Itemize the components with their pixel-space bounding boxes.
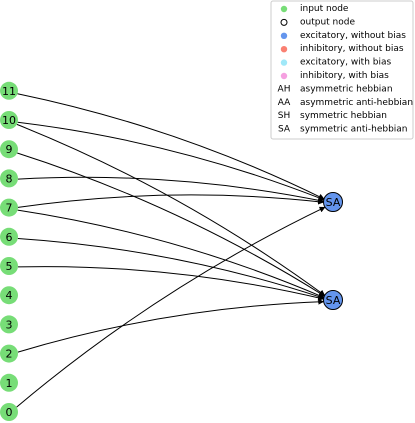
input-node-1: 1 (0, 373, 18, 392)
input-node-circle (0, 198, 18, 217)
input-node-3: 3 (0, 315, 18, 334)
legend-item: SH symmetric hebbian (278, 111, 387, 121)
legend-item: input node (280, 4, 349, 14)
input-node-9: 9 (0, 140, 18, 159)
legend-label: excitatory, without bias (300, 31, 406, 41)
legend-label: excitatory, with bias (300, 58, 392, 68)
legend-item: excitatory, with bias (280, 58, 392, 68)
input-nodes-layer: 0 1 2 3 4 5 6 7 8 9 10 11 (0, 81, 18, 421)
output-node-label: SA (326, 196, 341, 209)
legend-label: inhibitory, without bias (300, 44, 404, 54)
legend-box (270, 0, 414, 140)
output-node-label: SA (326, 294, 341, 307)
legend-code: AH (278, 84, 291, 94)
input-node-circle (0, 315, 18, 334)
legend-marker-dot (280, 72, 288, 80)
input-node-circle (0, 81, 18, 100)
output-node-bottom: SA (323, 290, 343, 310)
legend-item: AH asymmetric hebbian (278, 84, 393, 94)
input-node-label: 7 (6, 202, 13, 215)
input-node-5: 5 (0, 257, 18, 275)
legend: input node output node excitatory, without… (270, 0, 414, 140)
legend-item: SA symmetric anti-hebbian (278, 125, 408, 135)
legend-item: excitatory, without bias (280, 31, 406, 41)
legend-marker-dot (280, 5, 288, 13)
legend-code: SH (278, 111, 290, 121)
legend-label: symmetric anti-hebbian (300, 125, 408, 135)
edge-11-to-top (17, 93, 325, 200)
input-node-label: 5 (6, 260, 13, 273)
edge-6-to-bottom (17, 238, 325, 300)
output-node-top: SA (323, 192, 343, 212)
input-node-8: 8 (0, 169, 18, 188)
input-node-circle (0, 227, 18, 246)
input-node-circle (0, 140, 18, 159)
input-node-label: 1 (6, 377, 13, 390)
legend-label: input node (300, 4, 349, 14)
input-node-label: 10 (2, 114, 16, 127)
input-node-circle (0, 257, 18, 275)
legend-code: AA (278, 98, 291, 108)
legend-marker-ring (280, 18, 288, 26)
legend-label: inhibitory, with bias (300, 71, 389, 81)
input-node-2: 2 (0, 344, 18, 363)
legend-item: inhibitory, without bias (280, 44, 404, 54)
input-node-label: 8 (6, 172, 13, 185)
legend-item: inhibitory, with bias (280, 71, 389, 81)
input-node-11: 11 (0, 81, 18, 100)
input-node-circle (0, 344, 18, 363)
legend-label: asymmetric hebbian (300, 84, 393, 94)
legend-label: asymmetric anti-hebbian (300, 98, 413, 108)
input-node-circle (0, 111, 18, 129)
input-node-label: 4 (6, 289, 13, 302)
input-node-4: 4 (0, 286, 18, 305)
legend-marker-dot (280, 32, 288, 39)
input-node-label: 11 (2, 85, 16, 98)
input-node-10: 10 (0, 111, 18, 129)
input-node-0: 0 (0, 403, 18, 421)
edges-layer (16, 93, 326, 408)
edge-5-to-bottom (17, 266, 325, 301)
input-node-circle (0, 373, 18, 392)
edge-9-to-bottom (17, 152, 325, 297)
edge-10-to-top (17, 121, 325, 201)
input-node-circle (0, 286, 18, 305)
legend-label: output node (300, 17, 355, 27)
legend-marker-dot (280, 46, 288, 53)
input-node-label: 6 (6, 231, 13, 244)
output-nodes-layer: SA SA (323, 192, 343, 310)
output-node-circle (323, 290, 343, 310)
legend-item: output node (280, 17, 355, 27)
input-node-circle (0, 403, 18, 421)
input-node-label: 2 (6, 348, 13, 361)
input-node-6: 6 (0, 227, 18, 246)
output-node-circle (323, 192, 343, 212)
legend-item: AA asymmetric anti-hebbian (278, 98, 413, 108)
input-node-7: 7 (0, 198, 18, 217)
input-node-label: 9 (6, 143, 13, 156)
legend-label: symmetric hebbian (300, 111, 387, 121)
edge-2-to-bottom (17, 298, 325, 353)
input-node-label: 3 (6, 318, 13, 331)
input-node-circle (0, 169, 18, 188)
edge-0-to-top (16, 206, 326, 408)
edge-7-to-top (17, 194, 325, 208)
edge-10-to-bottom (16, 123, 326, 296)
legend-marker-dot (280, 59, 288, 66)
input-node-label: 0 (6, 406, 13, 419)
edge-7-to-bottom (17, 209, 325, 299)
legend-code: SA (278, 125, 291, 135)
edge-8-to-top (17, 176, 325, 204)
